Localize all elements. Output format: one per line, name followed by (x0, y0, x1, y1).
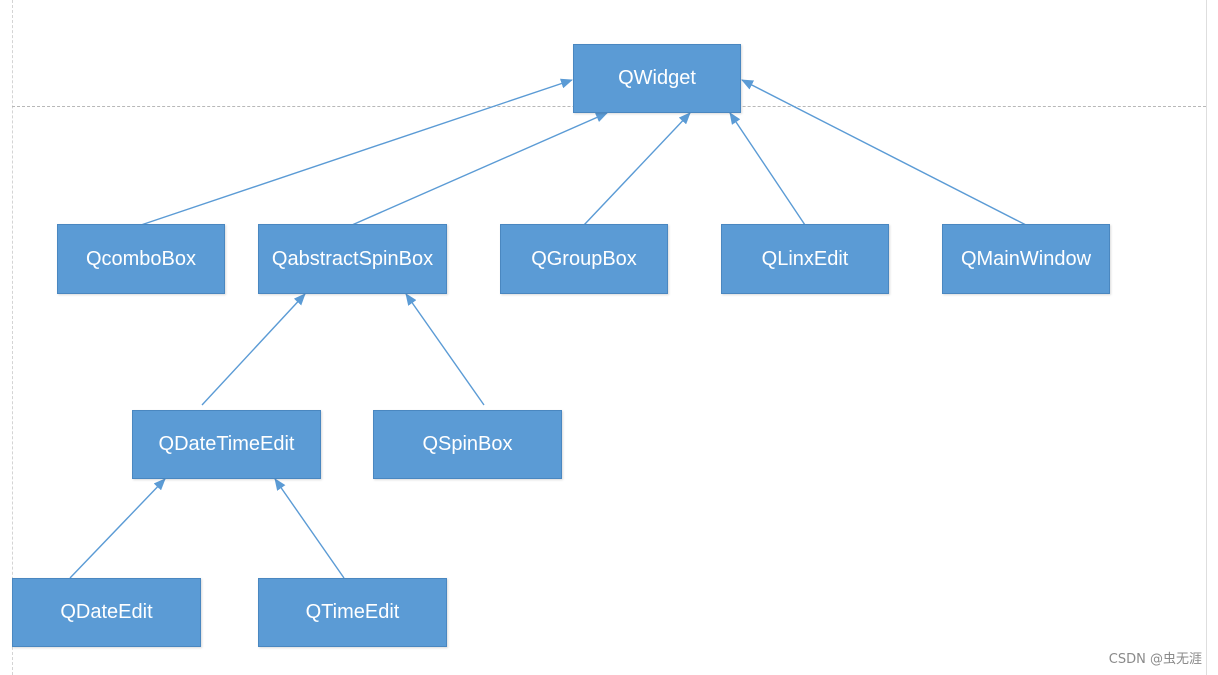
page-margin-guide-right (1206, 0, 1207, 675)
edge-qgroupbox-to-qwidget (583, 112, 691, 226)
edge-qlinxedit-to-qwidget (729, 112, 806, 226)
node-qwidget: QWidget (573, 44, 741, 113)
edge-qdateedit-to-qdatetimeedit (69, 478, 166, 579)
edge-qabstractspinbox-to-qwidget (351, 112, 608, 226)
edge-qmainwindow-to-qwidget (741, 79, 1027, 226)
node-qspinbox: QSpinBox (373, 410, 562, 479)
node-qmainwindow: QMainWindow (942, 224, 1110, 294)
node-qtimeedit: QTimeEdit (258, 578, 447, 647)
node-qgroupbox: QGroupBox (500, 224, 668, 294)
watermark: CSDN @虫无涯 (1108, 652, 1202, 667)
page-margin-guide-left (12, 0, 13, 675)
node-qabstractspinbox: QabstractSpinBox (258, 224, 447, 294)
node-qlinxedit: QLinxEdit (721, 224, 889, 294)
edge-qdatetimeedit-to-qabstractspinbox (201, 293, 306, 406)
node-qdatetimeedit: QDateTimeEdit (132, 410, 321, 479)
edge-qspinbox-to-qabstractspinbox (405, 293, 485, 406)
node-qcombobox: QcomboBox (57, 224, 225, 294)
edge-qcombobox-to-qwidget (140, 78, 573, 226)
node-qdateedit: QDateEdit (12, 578, 201, 647)
edge-qtimeedit-to-qdatetimeedit (274, 478, 345, 579)
